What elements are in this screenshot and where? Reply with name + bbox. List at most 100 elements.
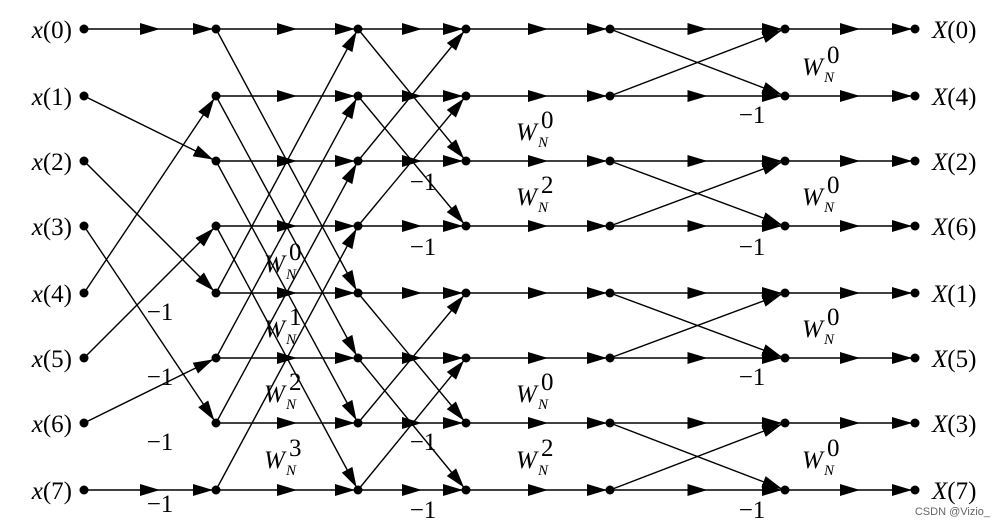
node-c0-r1	[79, 91, 89, 101]
edge-s1-straight-r6-arrow-mid	[277, 417, 297, 429]
node-c4-r2	[605, 156, 615, 166]
twiddle-s2-0-base: W	[516, 119, 539, 146]
twiddle-s1-0-subscript: N	[285, 267, 297, 283]
twiddle-s2-2-subscript: N	[537, 397, 549, 413]
edge-s1-straight-r7-arrow	[335, 484, 355, 496]
twiddle-s3-0-base: W	[802, 54, 825, 81]
node-c0-r2	[79, 156, 89, 166]
edge-s2-straight-r0-arrow	[443, 23, 463, 35]
edge-s4-straight-r5-arrow	[762, 352, 782, 364]
node-c0-r7	[79, 485, 89, 495]
node-c5-r0	[780, 24, 790, 34]
edge-s2-cross-r7-arrow	[446, 360, 465, 380]
edge-s2-straight-r3-arrow-mid	[402, 220, 422, 232]
edge-out-r0-arrow	[892, 23, 912, 35]
edge-s4-straight-r7-arrow-mid	[687, 484, 708, 496]
twiddle-s2-2-base: W	[516, 381, 539, 408]
edge-s2-straight-r2-arrow	[443, 155, 463, 167]
edge-s1-cross-r1-arrow	[341, 334, 357, 356]
node-c5-r2	[780, 156, 790, 166]
node-c0-r3	[79, 221, 89, 231]
edge-s0-r2-from-1	[83, 95, 217, 162]
node-c6-r1	[910, 91, 920, 101]
node-c5-r6	[780, 418, 790, 428]
twiddle-s2-0-exponent: 0	[541, 107, 554, 134]
edge-s0-r7-from-7-arrow-mid	[140, 484, 160, 496]
node-c2-r5	[353, 353, 363, 363]
node-c4-r3	[605, 221, 615, 231]
edge-s4-straight-r1-arrow	[762, 90, 782, 102]
edge-s1-straight-r1-arrow-mid	[277, 90, 297, 102]
edge-s0-r0-from-0-arrow	[193, 23, 213, 35]
node-c0-r0	[79, 24, 89, 34]
twiddle-s3-2-subscript: N	[823, 332, 835, 348]
twiddle-s1-1-subscript: N	[285, 332, 297, 348]
edge-s2-cross-r2-arrow	[446, 31, 465, 51]
edge-out-r2-arrow	[892, 155, 912, 167]
edge-s3-straight-r2-arrow-mid	[528, 155, 548, 167]
node-c4-r6	[605, 418, 615, 428]
edge-s3-straight-r4-arrow-mid	[528, 287, 548, 299]
edge-out-r1-arrow	[892, 90, 912, 102]
node-c6-r5	[910, 353, 920, 363]
edge-s1-straight-r0-arrow-mid	[277, 23, 297, 35]
node-c6-r4	[910, 288, 920, 298]
twiddle-s3-3-base: W	[802, 447, 825, 474]
node-c2-r6	[353, 418, 363, 428]
edge-s4-straight-r2-arrow-mid	[687, 155, 708, 167]
edge-out-r5-arrow	[892, 352, 912, 364]
edge-s3-straight-r1-arrow	[587, 90, 607, 102]
node-c5-r5	[780, 353, 790, 363]
edge-s1-cross-r3-arrow	[341, 466, 357, 488]
twiddle-s1-3-subscript: N	[285, 463, 297, 479]
edge-s3-straight-r3-arrow	[587, 220, 607, 232]
edge-s2-straight-r7-arrow-mid	[402, 484, 422, 496]
edge-s1-cross-r7-arrow	[341, 228, 357, 250]
node-c0-r4	[79, 288, 89, 298]
edge-s3-straight-r0-arrow	[587, 23, 607, 35]
twiddle-s3-0-subscript: N	[823, 70, 835, 86]
twiddle-s2-1-subscript: N	[537, 200, 549, 216]
node-c2-r2	[353, 156, 363, 166]
edge-s1-straight-r7-arrow-mid	[277, 484, 297, 496]
edge-s1-straight-r1-arrow	[335, 90, 355, 102]
input-label-6: x(6)	[31, 411, 72, 438]
edge-s1-cross-r4-arrow	[341, 31, 357, 53]
edge-s2-straight-r2-arrow-mid	[402, 155, 422, 167]
edge-s1-straight-r5-arrow-mid	[277, 352, 297, 364]
node-c1-r7	[211, 485, 221, 495]
edge-s2-straight-r4-arrow	[443, 287, 463, 299]
minus-one-s2b-1: −1	[410, 497, 437, 524]
edge-s3-straight-r6-arrow	[587, 417, 607, 429]
node-c6-r6	[910, 418, 920, 428]
output-label-4: X(1)	[931, 281, 976, 308]
twiddle-s2-3-exponent: 2	[541, 435, 554, 462]
edge-s2-straight-r6-arrow-mid	[402, 417, 422, 429]
edge-s4-cross-r5-arrow	[761, 294, 783, 307]
edge-s0-r3-from-5-arrow	[195, 228, 214, 247]
edge-s1-straight-r2-arrow-mid	[277, 155, 297, 167]
edge-s3-straight-r0-arrow-mid	[528, 23, 548, 35]
node-c3-r0	[461, 24, 471, 34]
node-c3-r2	[461, 156, 471, 166]
node-c3-r5	[461, 353, 471, 363]
edge-out-r7-arrow-mid	[840, 484, 860, 496]
edge-s2-cross-r5-arrow	[446, 468, 465, 488]
edge-s0-r1-from-4	[83, 95, 217, 294]
output-label-6: X(3)	[931, 411, 976, 438]
twiddle-s3-1-base: W	[802, 184, 825, 211]
node-c3-r7	[461, 485, 471, 495]
edge-s4-straight-r3-arrow	[762, 220, 782, 232]
node-c3-r4	[461, 288, 471, 298]
edge-s0-r5-from-6	[83, 357, 217, 424]
edge-s0-r1-from-4-arrow	[198, 98, 215, 119]
edge-s0-r3-from-5	[83, 225, 217, 359]
edge-s1-straight-r6-arrow	[335, 417, 355, 429]
node-c4-r7	[605, 485, 615, 495]
minus-one-s1-0: −1	[147, 299, 174, 326]
